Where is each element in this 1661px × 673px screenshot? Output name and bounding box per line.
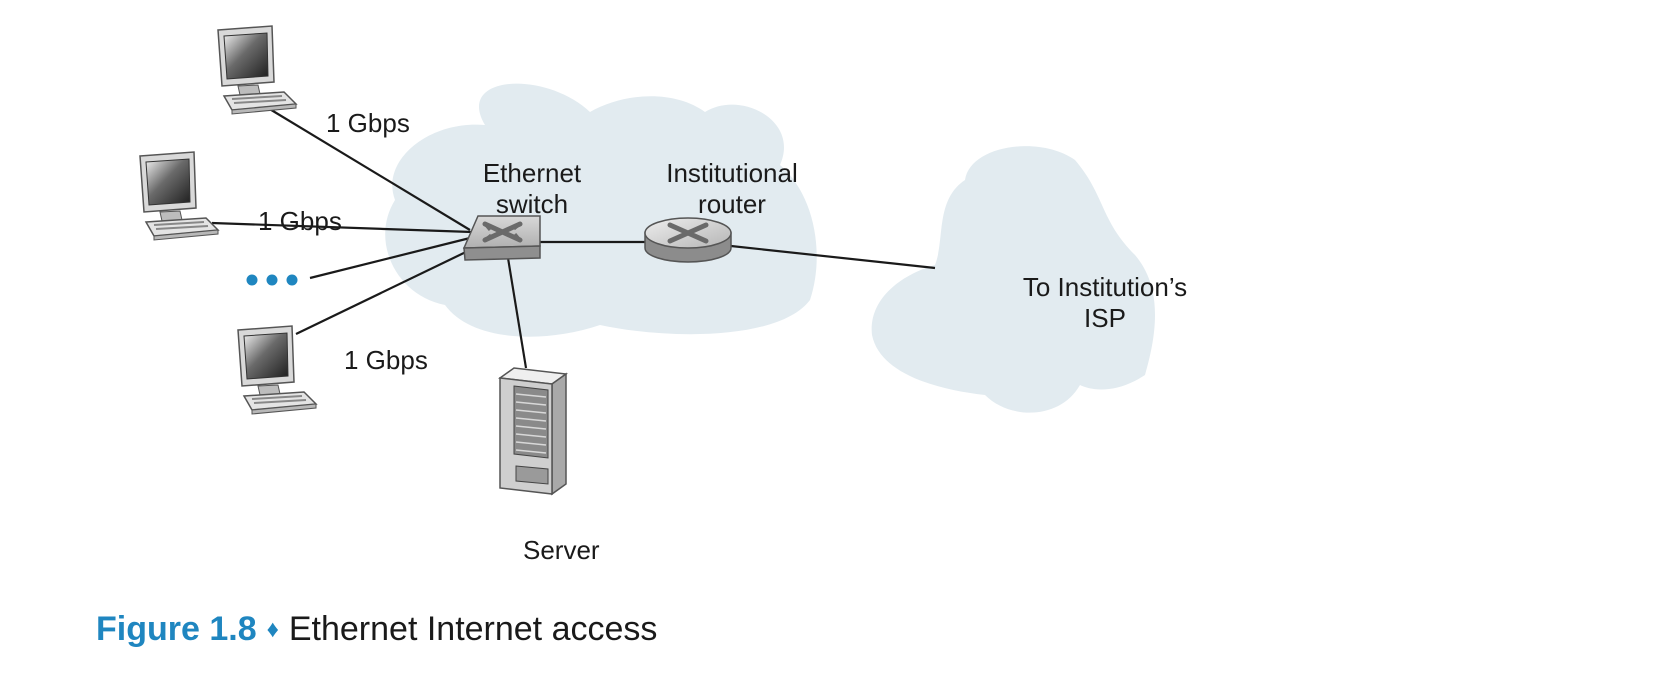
institutional-router-label-line1: Institutional [666,158,798,188]
ethernet-switch-icon [462,215,541,261]
isp-label-line2: ISP [1084,303,1126,333]
host1-link-speed-label: 1 Gbps [326,108,410,138]
computer-icon [237,325,317,415]
computer-icon [139,151,219,241]
isp-cloud [871,146,1155,413]
router-icon [644,217,732,263]
isp-label-line1: To Institution’s [1022,272,1188,302]
link-host1-switch [267,107,471,231]
figure-number: Figure 1.8 [96,610,257,648]
server-label: Server [523,535,600,565]
figure-caption: Figure 1.8 ♦ Ethernet Internet access [96,608,657,651]
link-ellipsis-switch [309,236,471,280]
institutional-router-label-line2: router [698,189,766,219]
host2-link-speed-label: 1 Gbps [258,206,342,236]
ethernet-switch-label: Ethernet switch [452,158,612,220]
link-switch-server [506,257,528,369]
ethernet-switch-label-line2: switch [495,189,569,219]
computer-icon [217,25,297,115]
link-host2-switch [211,221,473,234]
caption-separator: ♦ [266,616,279,643]
isp-label: To Institution’s ISP [990,272,1220,334]
institutional-router-label: Institutional router [632,158,832,220]
institution-network-cloud [385,83,817,337]
link-host3-switch [295,249,471,335]
host3-link-speed-label: 1 Gbps [344,345,428,375]
link-router-isp [730,244,936,270]
server-icon [497,367,569,496]
ellipsis-dots-icon [246,274,298,286]
figure-title: Ethernet Internet access [288,610,658,648]
ethernet-switch-label-line1: Ethernet [482,158,582,188]
network-links [211,107,936,369]
